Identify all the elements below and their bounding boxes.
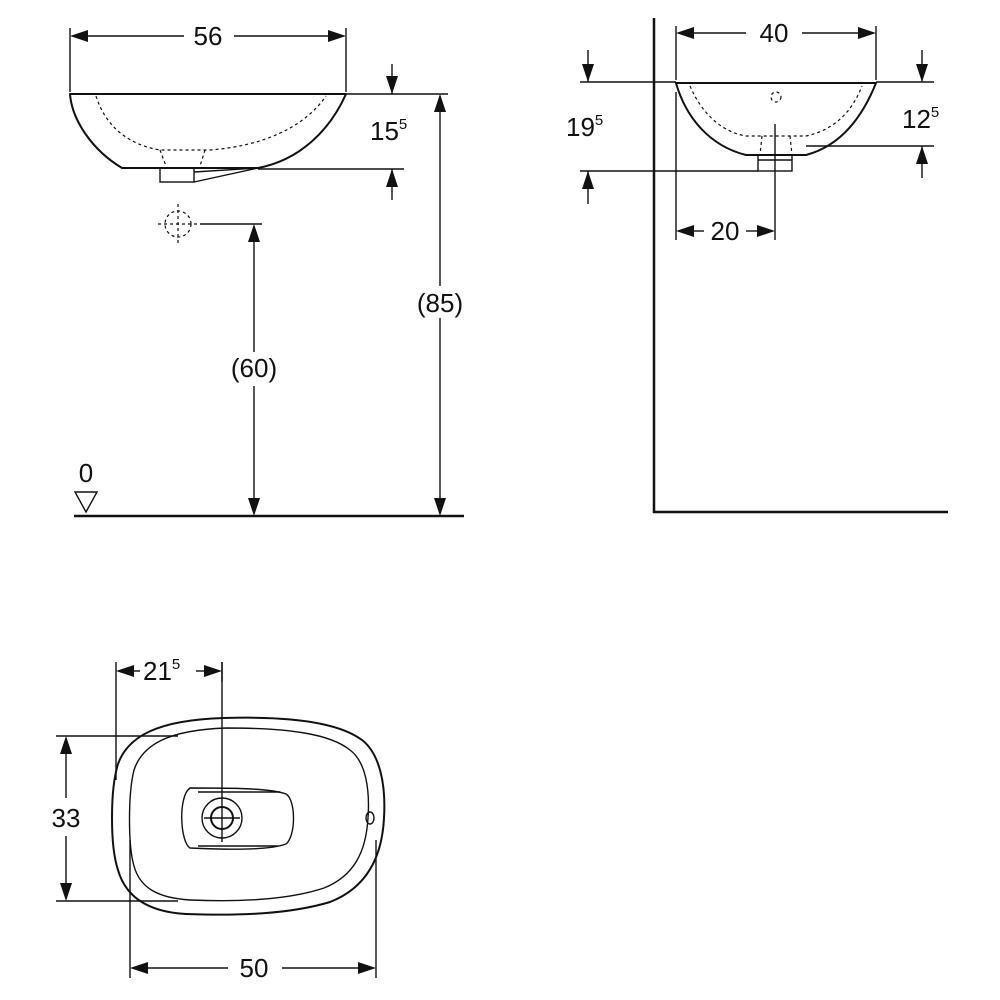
drain-body [193,167,259,183]
depth-label: 155 [370,116,407,146]
arrow-up-icon [434,94,446,112]
plan-view: 215 33 50 [52,656,386,983]
width-label: 56 [194,21,223,51]
arrow-left-icon [676,27,694,39]
arrow-up-icon [916,146,928,164]
overflow-hole-icon [365,811,375,825]
arrow-down-icon [916,64,928,82]
level-marker-icon [73,491,99,514]
drain-height-label: (60) [231,353,277,383]
arrow-up-icon [386,169,398,187]
drain-recess-edge [198,791,280,847]
arrow-down-icon [248,498,260,516]
arrow-right-icon [204,665,222,677]
arrow-left-icon [676,225,694,237]
drain-hidden [159,149,206,167]
arrow-down-icon [386,76,398,94]
floor-level-label: 0 [79,458,93,488]
arrow-right-icon [757,225,775,237]
side-basin-inner-hidden [689,85,863,137]
side-drain-hidden [759,135,793,156]
arrow-down-icon [60,883,72,901]
total-height-label: 195 [566,112,603,142]
basin-outline [69,93,347,169]
arrow-up-icon [60,736,72,754]
plan-depth-label: 33 [52,803,81,833]
drain-offset-label: 20 [711,216,740,246]
side-width-label: 40 [760,18,789,48]
arrow-down-icon [434,498,446,516]
wall-and-floor [652,18,948,514]
drain-center-symbol [158,204,198,244]
arrow-right-icon [358,962,376,974]
plan-width-label: 50 [240,953,269,983]
plan-outer-outline [111,716,386,916]
drain-outlet [159,167,195,183]
bowl-depth-label: 125 [902,104,939,134]
arrow-left-icon [130,962,148,974]
side-basin-outline [675,82,877,156]
plan-inner-outline [128,727,370,902]
basin-inner-hidden [95,95,327,151]
arrow-down-icon [582,64,594,82]
arrow-left-icon [116,665,134,677]
arrow-up-icon [248,224,260,242]
front-view: 56 155 (60) (85) [69,21,464,518]
rim-height-label: (85) [417,288,463,318]
plan-drain-offset-label: 215 [143,656,180,686]
side-view: 40 195 125 20 [566,18,948,514]
arrow-right-icon [328,30,346,42]
drain-recess-outline [181,787,295,850]
arrow-left-icon [70,30,88,42]
overflow-hole-icon [770,91,782,103]
arrow-up-icon [582,171,594,189]
arrow-right-icon [858,27,876,39]
